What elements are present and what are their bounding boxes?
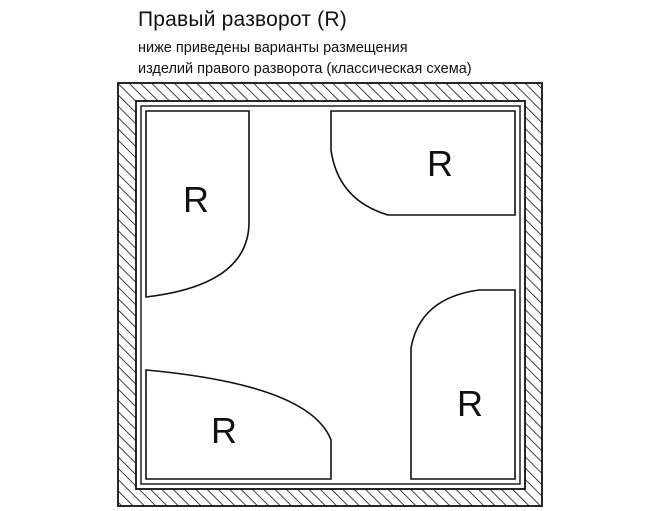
placement-top-right-label: R	[427, 143, 453, 184]
placement-top-left-label: R	[183, 179, 209, 220]
diagram-subtitle-line-2: изделий правого разворота (классическая …	[138, 61, 472, 77]
placement-top-right	[330, 110, 516, 216]
placement-bottom-right	[410, 289, 516, 480]
placement-bottom-left	[145, 369, 332, 480]
diagram-title: Правый разворот (R)	[138, 8, 347, 31]
floor-inner-border	[140, 105, 521, 485]
placement-bottom-right-label: R	[457, 383, 483, 424]
placement-top-left	[145, 110, 250, 298]
placement-bottom-left-label: R	[211, 410, 237, 451]
wall-outer-outline	[117, 82, 543, 507]
diagram-subtitle-line-1: ниже приведены варианты размещения	[138, 40, 408, 56]
